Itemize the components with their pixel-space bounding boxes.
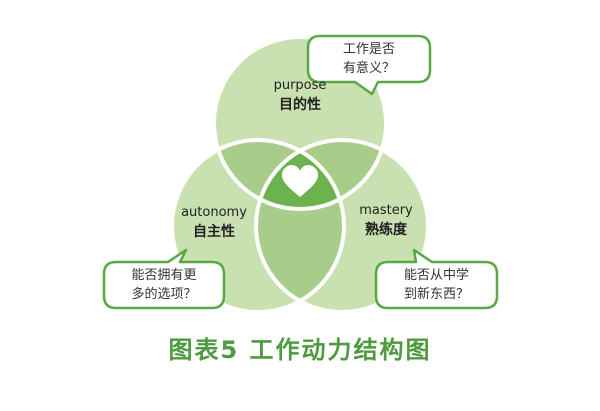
bubble-top bbox=[306, 34, 432, 96]
bubble-left bbox=[102, 248, 226, 310]
label-purpose-en: purpose bbox=[273, 78, 327, 93]
label-autonomy: autonomy 自主性 bbox=[164, 204, 264, 242]
bubble-top-line2: 有意义？ bbox=[342, 61, 395, 76]
heart-icon bbox=[282, 165, 318, 197]
bubble-right-text: 能否从中学 到新东西？ bbox=[376, 266, 497, 304]
bubble-right bbox=[374, 248, 499, 310]
bubble-top-line1: 工作是否 bbox=[342, 42, 395, 57]
label-mastery-zh: 熟练度 bbox=[365, 222, 407, 238]
bubble-top-text: 工作是否 有意义？ bbox=[308, 40, 430, 78]
bubble-left-text: 能否拥有更 多的选项？ bbox=[104, 266, 224, 304]
circle-outlines bbox=[170, 35, 430, 314]
label-mastery-en: mastery bbox=[359, 203, 413, 218]
label-autonomy-en: autonomy bbox=[181, 205, 247, 220]
label-autonomy-zh: 自主性 bbox=[193, 224, 235, 240]
label-mastery: mastery 熟练度 bbox=[336, 202, 436, 240]
label-purpose-zh: 目的性 bbox=[279, 97, 321, 113]
bubble-left-line1: 能否拥有更 bbox=[131, 268, 197, 283]
bubble-right-line2: 到新东西？ bbox=[403, 287, 469, 302]
label-purpose: purpose 目的性 bbox=[250, 77, 350, 115]
bubble-right-line1: 能否从中学 bbox=[403, 268, 469, 283]
figure-caption: 图表5 工作动力结构图 bbox=[168, 336, 432, 364]
bubble-left-line2: 多的选项？ bbox=[131, 287, 197, 302]
